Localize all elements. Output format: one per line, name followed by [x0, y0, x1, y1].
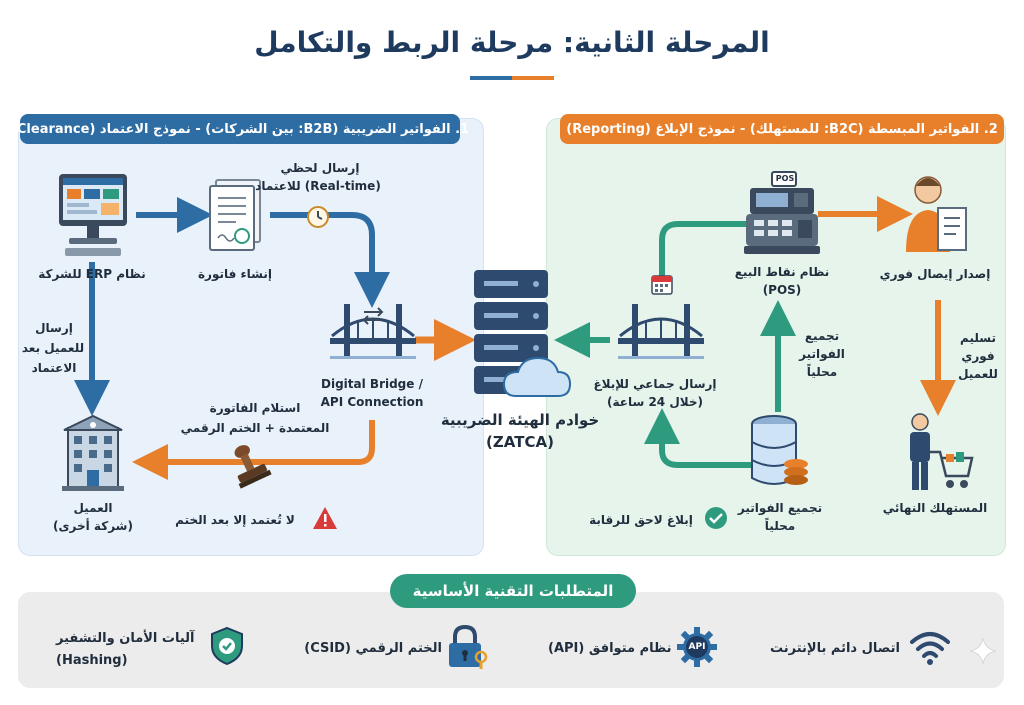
- zatca-server-icon: [474, 270, 572, 397]
- pos-label-2: (POS): [762, 283, 802, 297]
- deliver-label-1: تسليم: [960, 331, 996, 345]
- title-underline-orange: [512, 76, 554, 80]
- consumer-cart-icon: [910, 413, 974, 490]
- bridge-label-2: API Connection: [320, 395, 424, 409]
- send-customer-label-3: الاعتماد: [31, 361, 77, 375]
- page-title: المرحلة الثانية: مرحلة الربط والتكامل: [254, 26, 770, 59]
- batch-label-2: (خلال 24 ساعة): [607, 395, 703, 409]
- sparkle-icon: [969, 637, 997, 665]
- erp-label: نظام ERP للشركة: [38, 267, 146, 281]
- stamp-icon: [234, 445, 272, 489]
- warning-icon: [313, 507, 337, 529]
- shield-check-icon: [211, 626, 243, 666]
- aggregate-label-1: تجميع: [804, 329, 840, 343]
- invoice-label: إنشاء فاتورة: [197, 267, 273, 281]
- send-customer-label-2: للعميل بعد: [21, 341, 85, 355]
- customer-building-icon: [62, 414, 124, 491]
- req-label-security-2: (Hashing): [56, 653, 128, 668]
- requirements-title: المتطلبات التقنية الأساسية: [390, 574, 636, 608]
- req-label-csid: الختم الرقمي (CSID): [304, 641, 442, 656]
- requirements-panel: [18, 592, 1004, 688]
- consumer-label: المستهلك النهائي: [882, 501, 988, 515]
- swap-arrows-icon: [362, 307, 384, 325]
- req-label-api: نظام متوافق (API): [548, 641, 672, 656]
- pos-terminal-icon: [744, 171, 820, 254]
- db-label-2: محلياً: [764, 519, 796, 533]
- wifi-icon: [910, 632, 950, 665]
- deliver-label-2: فوري: [961, 349, 995, 363]
- calendar-icon: [651, 275, 673, 295]
- receive-label-2: المعتمدة + الختم الرقمي: [180, 421, 330, 435]
- batch-label-1: إرسال جماعي للإبلاغ: [593, 377, 717, 391]
- receive-label-1: استلام الفاتورة: [209, 401, 301, 415]
- erp-computer-icon: [59, 174, 127, 256]
- pos-badge: POS: [775, 174, 795, 183]
- invoice-document-icon: [209, 179, 261, 251]
- req-label-internet: اتصال دائم بالإنترنت: [770, 641, 900, 656]
- bridge-label-1: Digital Bridge /: [321, 377, 423, 391]
- warning-text: لا تُعتمد إلا بعد الختم: [175, 513, 295, 527]
- db-label-1: تجميع الفواتير: [737, 501, 823, 515]
- padlock-key-icon: [449, 624, 488, 669]
- aggregate-label-3: محلياً: [806, 365, 838, 379]
- send-realtime-label-2: للاعتماد (Real-time): [255, 179, 381, 193]
- zatca-label-2: (ZATCA): [486, 433, 554, 451]
- pos-label-1: نظام نقاط البيع: [734, 265, 830, 279]
- check-circle-icon: [705, 507, 727, 529]
- send-realtime-label-1: إرسال لحظي: [280, 161, 360, 175]
- b2c-panel-title: 2. الفواتير المبسطة (B2C: للمستهلك) - نم…: [560, 114, 1004, 144]
- req-label-security-1: آليات الأمان والتشفير: [56, 631, 195, 646]
- zatca-label-1: خوادم الهيئة الضريبية: [440, 411, 600, 429]
- database-icon: [751, 415, 808, 485]
- title-underline-blue: [470, 76, 512, 80]
- api-badge: API: [688, 642, 706, 652]
- api-gear-icon: [677, 627, 717, 667]
- receipt-person-icon: [906, 176, 967, 252]
- customer-label-2: (شركة أخرى): [53, 519, 133, 533]
- reporting-bridge-icon: [618, 304, 704, 359]
- customer-label-1: العميل: [73, 501, 113, 515]
- late-report-text: إبلاغ لاحق للرقابة: [589, 513, 693, 527]
- send-customer-label-1: إرسال: [35, 321, 73, 335]
- deliver-label-3: للعميل: [958, 367, 998, 381]
- receipt-label: إصدار إيصال فوري: [879, 267, 991, 281]
- clock-icon: [307, 206, 329, 228]
- aggregate-label-2: الفواتير: [799, 347, 845, 361]
